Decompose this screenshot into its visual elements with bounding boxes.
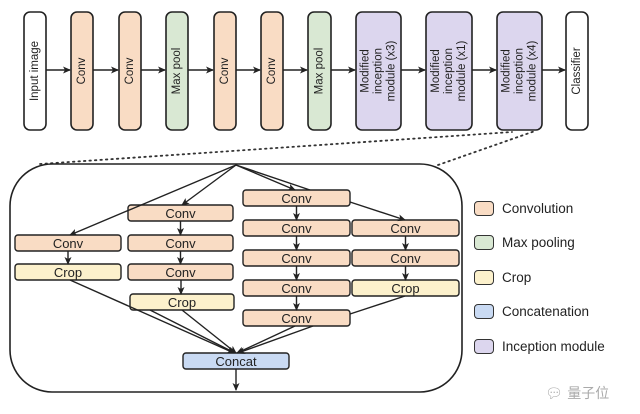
pipeline-node-label: Conv [266, 57, 278, 84]
node-label: Conv [165, 206, 196, 221]
pipeline-node-conv: Conv [260, 11, 284, 131]
node-label: Conv [53, 236, 84, 251]
concat-input-arrow [236, 325, 296, 354]
branch-3-node-5-conv: Conv [242, 309, 351, 327]
pipeline-node-max-pool: Max pool [307, 11, 332, 131]
zoom-line-left [39, 131, 513, 165]
branch-1-node-1-conv: Conv [14, 234, 122, 252]
watermark: 💬︎ 量子位 [545, 383, 609, 403]
wechat-icon: 💬︎ [545, 386, 568, 402]
branch-1-node-2-crop: Crop [14, 263, 122, 281]
branch-3-node-1-conv: Conv [242, 189, 351, 207]
pipeline-node-label: module (x4) [527, 40, 539, 101]
node-label: Conv [390, 221, 421, 236]
branch-2-node-1-conv: Conv [127, 204, 234, 222]
pipeline-node-label: Conv [76, 57, 88, 84]
node-label: Crop [391, 281, 419, 296]
inception-module-detail: ConvCropConvConvConvCropConvConvConvConv… [9, 163, 463, 393]
node-label: Conv [165, 265, 196, 280]
zoom-connector [39, 130, 536, 166]
concat-input-arrow [181, 309, 237, 354]
pipeline-node-conv: Conv [118, 11, 142, 131]
node-label: Conv [281, 221, 312, 236]
pipeline-node-label: inception [443, 48, 455, 94]
node-label: Conv [281, 281, 312, 296]
node-label: Conv [165, 236, 196, 251]
legend-label: Concatenation [502, 304, 590, 319]
pipeline-node-label: Conv [124, 57, 136, 84]
concat-input-arrow [69, 279, 235, 354]
branch-2-node-3-conv: Conv [127, 263, 234, 281]
legend-swatch [474, 200, 494, 216]
pipeline-node-max-pool: Max pool [165, 11, 189, 131]
node-label: Conv [281, 191, 312, 206]
pipeline-node-label: module (x3) [386, 40, 398, 101]
pipeline-node-label: Conv [219, 57, 231, 84]
pipeline-node-label: module (x1) [456, 40, 468, 101]
watermark-text: 量子位 [567, 386, 610, 402]
node-label: Conv [281, 311, 312, 326]
input-line-branch-4 [235, 164, 311, 191]
pipeline-node-conv: Conv [213, 11, 237, 131]
branch-3-to-branch-4-arrow [349, 201, 406, 222]
pipeline: Input image Conv Conv Max pool Conv Conv Max p… [23, 11, 589, 131]
pipeline-node-label: Modified [360, 49, 372, 92]
concat-node: Concat [182, 352, 290, 370]
legend-label: Inception module [502, 338, 605, 354]
pipeline-node-label: Max pool [314, 48, 326, 95]
pipeline-node-label: inception [514, 48, 526, 94]
pipeline-node-label: inception [373, 48, 385, 94]
legend-item-concatenation: Concatenation [474, 302, 589, 322]
node-label: Crop [54, 265, 82, 280]
legend-item-convolution: Convolution [474, 198, 573, 218]
node-label: Conv [390, 251, 421, 266]
branch-3-node-2-conv: Conv [242, 219, 351, 237]
branch-3-node-4-conv: Conv [242, 279, 351, 297]
legend-swatch [474, 235, 494, 250]
input-arrow-branch-3 [235, 164, 296, 191]
branch-3-node-3-conv: Conv [242, 249, 351, 267]
branch-4-merge-line [349, 295, 406, 315]
input-arrow-branch-1 [69, 164, 237, 236]
legend-label: Max pooling [502, 235, 575, 250]
branch-4-node-3-crop: Crop [351, 279, 460, 297]
branch-2-node-4-crop: Crop [129, 293, 235, 311]
node-label: Crop [168, 295, 196, 310]
pipeline-node-input-image: Input image [23, 11, 47, 131]
legend-swatch [474, 338, 494, 354]
pipeline-node-label: Input image [29, 41, 41, 101]
pipeline-node-label: Classifier [571, 47, 583, 94]
pipeline-node-label: Modified [430, 49, 442, 92]
pipeline-node-classifier: Classifier [565, 11, 589, 131]
pipeline-node-label: Max pool [171, 48, 183, 95]
node-label: Conv [281, 251, 312, 266]
branch-2-node-2-conv: Conv [127, 234, 234, 252]
legend-swatch [474, 269, 494, 285]
zoom-line-right [437, 130, 536, 166]
legend-item-max-pooling: Max pooling [474, 233, 575, 253]
pipeline-node-label: Modified [501, 49, 513, 92]
legend-label: Crop [502, 269, 532, 285]
branch-4-node-1-conv: Conv [351, 219, 460, 237]
input-arrow-branch-2 [181, 164, 237, 206]
branch-4-node-2-conv: Conv [351, 249, 460, 267]
legend-label: Convolution [502, 200, 574, 216]
concat-input-arrow [149, 309, 236, 354]
node-label: Concat [215, 354, 257, 369]
legend-item-inception-module: Inception module [474, 336, 605, 356]
legend-swatch [474, 304, 494, 319]
pipeline-node-conv: Conv [70, 11, 94, 131]
legend-item-crop: Crop [474, 267, 531, 287]
concat-input-arrow [237, 325, 314, 354]
